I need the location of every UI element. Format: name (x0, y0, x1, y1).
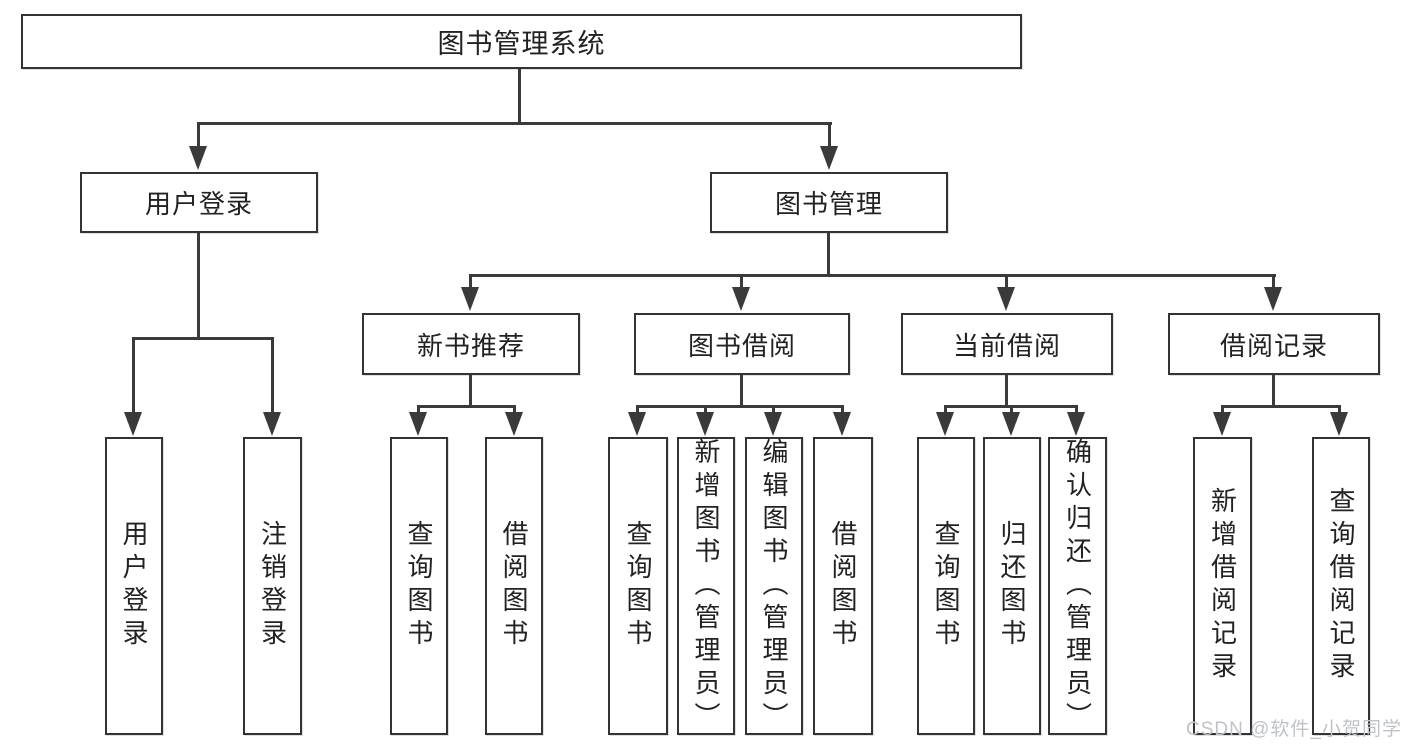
leaf-label: 归还图书 (997, 520, 1027, 652)
leaf-label: 查询图书 (404, 520, 434, 652)
connector-sectionD-bar (1221, 405, 1341, 408)
connector-sectionB-stem (740, 375, 743, 408)
connector-manage-bar (470, 274, 1276, 277)
connector-sectionD-stem (1272, 375, 1275, 408)
connector-manage-stem (827, 233, 830, 277)
connector-login-leaf-drop (132, 337, 135, 415)
connector-leaf-drop (944, 405, 947, 417)
arrow-down-icon (409, 412, 427, 436)
leaf-borrow-books-recommend: 借阅图书 (485, 437, 543, 735)
leaf-label: 查询借阅记录 (1326, 487, 1356, 685)
connector-login-leaf-drop (271, 337, 274, 415)
connector-sectionB-bar (636, 405, 844, 408)
leaf-label: 借阅图书 (499, 520, 529, 652)
connector-leaf-drop (636, 405, 639, 417)
node-label: 图书借阅 (687, 330, 796, 361)
connector-root-bar (197, 122, 832, 125)
connector-leaf-drop (513, 405, 516, 417)
connector-leaf-drop (772, 405, 775, 417)
arrow-down-icon (124, 412, 142, 436)
arrow-down-icon (1264, 287, 1282, 311)
arrow-down-icon (505, 412, 523, 436)
node-library-system: 图书管理系统 (21, 14, 1022, 69)
leaf-query-borrow-record: 查询借阅记录 (1312, 437, 1370, 735)
connector-section-drop (1005, 274, 1008, 293)
leaf-query-books-current: 查询图书 (917, 437, 975, 735)
leaf-label: 注销登录 (257, 520, 288, 652)
node-label: 借阅记录 (1219, 330, 1328, 361)
leaf-query-books-recommend: 查询图书 (390, 437, 448, 735)
arrow-down-icon (1002, 412, 1020, 436)
leaf-borrow-books-borrowing: 借阅图书 (813, 437, 873, 735)
leaf-label: 确认归还（管理员） (1062, 437, 1093, 735)
arrow-down-icon (696, 412, 714, 436)
node-new-book-recommendation: 新书推荐 (362, 313, 580, 375)
arrow-down-icon (263, 412, 281, 436)
node-borrowing-records: 借阅记录 (1168, 313, 1380, 375)
leaf-edit-book-admin: 编辑图书（管理员） (745, 437, 803, 735)
connector-manage-drop (828, 122, 831, 154)
leaf-label: 借阅图书 (828, 520, 858, 652)
arrow-down-icon (189, 146, 207, 170)
leaf-logout: 注销登录 (243, 437, 302, 735)
node-label: 图书管理系统 (437, 29, 606, 59)
node-label: 当前借阅 (952, 330, 1061, 361)
connector-sectionA-stem (469, 375, 472, 408)
connector-leaf-drop (1075, 405, 1078, 417)
node-book-management: 图书管理 (710, 172, 948, 233)
connector-login-stem (197, 233, 200, 340)
connector-root-stem (518, 69, 521, 123)
arrow-down-icon (936, 412, 954, 436)
leaf-add-book-admin: 新增图书（管理员） (677, 437, 735, 735)
connector-leaf-drop (1010, 405, 1013, 417)
node-current-borrowing: 当前借阅 (901, 313, 1113, 375)
leaf-return-book: 归还图书 (983, 437, 1041, 735)
arrow-down-icon (628, 412, 646, 436)
arrow-down-icon (1330, 412, 1348, 436)
connector-sectionA-bar (417, 405, 516, 408)
arrow-down-icon (997, 287, 1015, 311)
arrow-down-icon (764, 412, 782, 436)
connector-sectionC-stem (1005, 375, 1008, 408)
node-book-borrowing: 图书借阅 (634, 313, 850, 375)
arrow-down-icon (833, 412, 851, 436)
arrow-down-icon (461, 287, 479, 311)
connector-section-drop (740, 274, 743, 293)
connector-login-drop (197, 122, 200, 154)
arrow-down-icon (732, 287, 750, 311)
leaf-confirm-return-admin: 确认归还（管理员） (1048, 437, 1107, 735)
connector-section-drop (469, 274, 472, 293)
arrow-down-icon (1067, 412, 1085, 436)
connector-login-bar (132, 337, 274, 340)
watermark: CSDN @软件_小贺同学 (1186, 719, 1402, 740)
leaf-label: 编辑图书（管理员） (759, 437, 789, 735)
node-label: 新书推荐 (416, 330, 525, 361)
connector-leaf-drop (1221, 405, 1224, 417)
leaf-add-borrow-record: 新增借阅记录 (1193, 437, 1252, 735)
node-user-login: 用户登录 (80, 172, 318, 233)
leaf-user-login: 用户登录 (105, 437, 163, 735)
leaf-label: 查询图书 (931, 520, 961, 652)
connector-leaf-drop (417, 405, 420, 417)
node-label: 用户登录 (144, 189, 253, 219)
node-label: 图书管理 (774, 189, 883, 219)
connector-section-drop (1272, 274, 1275, 293)
arrow-down-icon (1213, 412, 1231, 436)
connector-leaf-drop (704, 405, 707, 417)
connector-leaf-drop (1338, 405, 1341, 417)
leaf-label: 用户登录 (119, 520, 149, 652)
leaf-label: 新增借阅记录 (1207, 487, 1238, 685)
leaf-query-books-borrowing: 查询图书 (608, 437, 668, 735)
leaf-label: 查询图书 (623, 520, 653, 652)
connector-leaf-drop (841, 405, 844, 417)
arrow-down-icon (820, 146, 838, 170)
leaf-label: 新增图书（管理员） (691, 437, 721, 735)
